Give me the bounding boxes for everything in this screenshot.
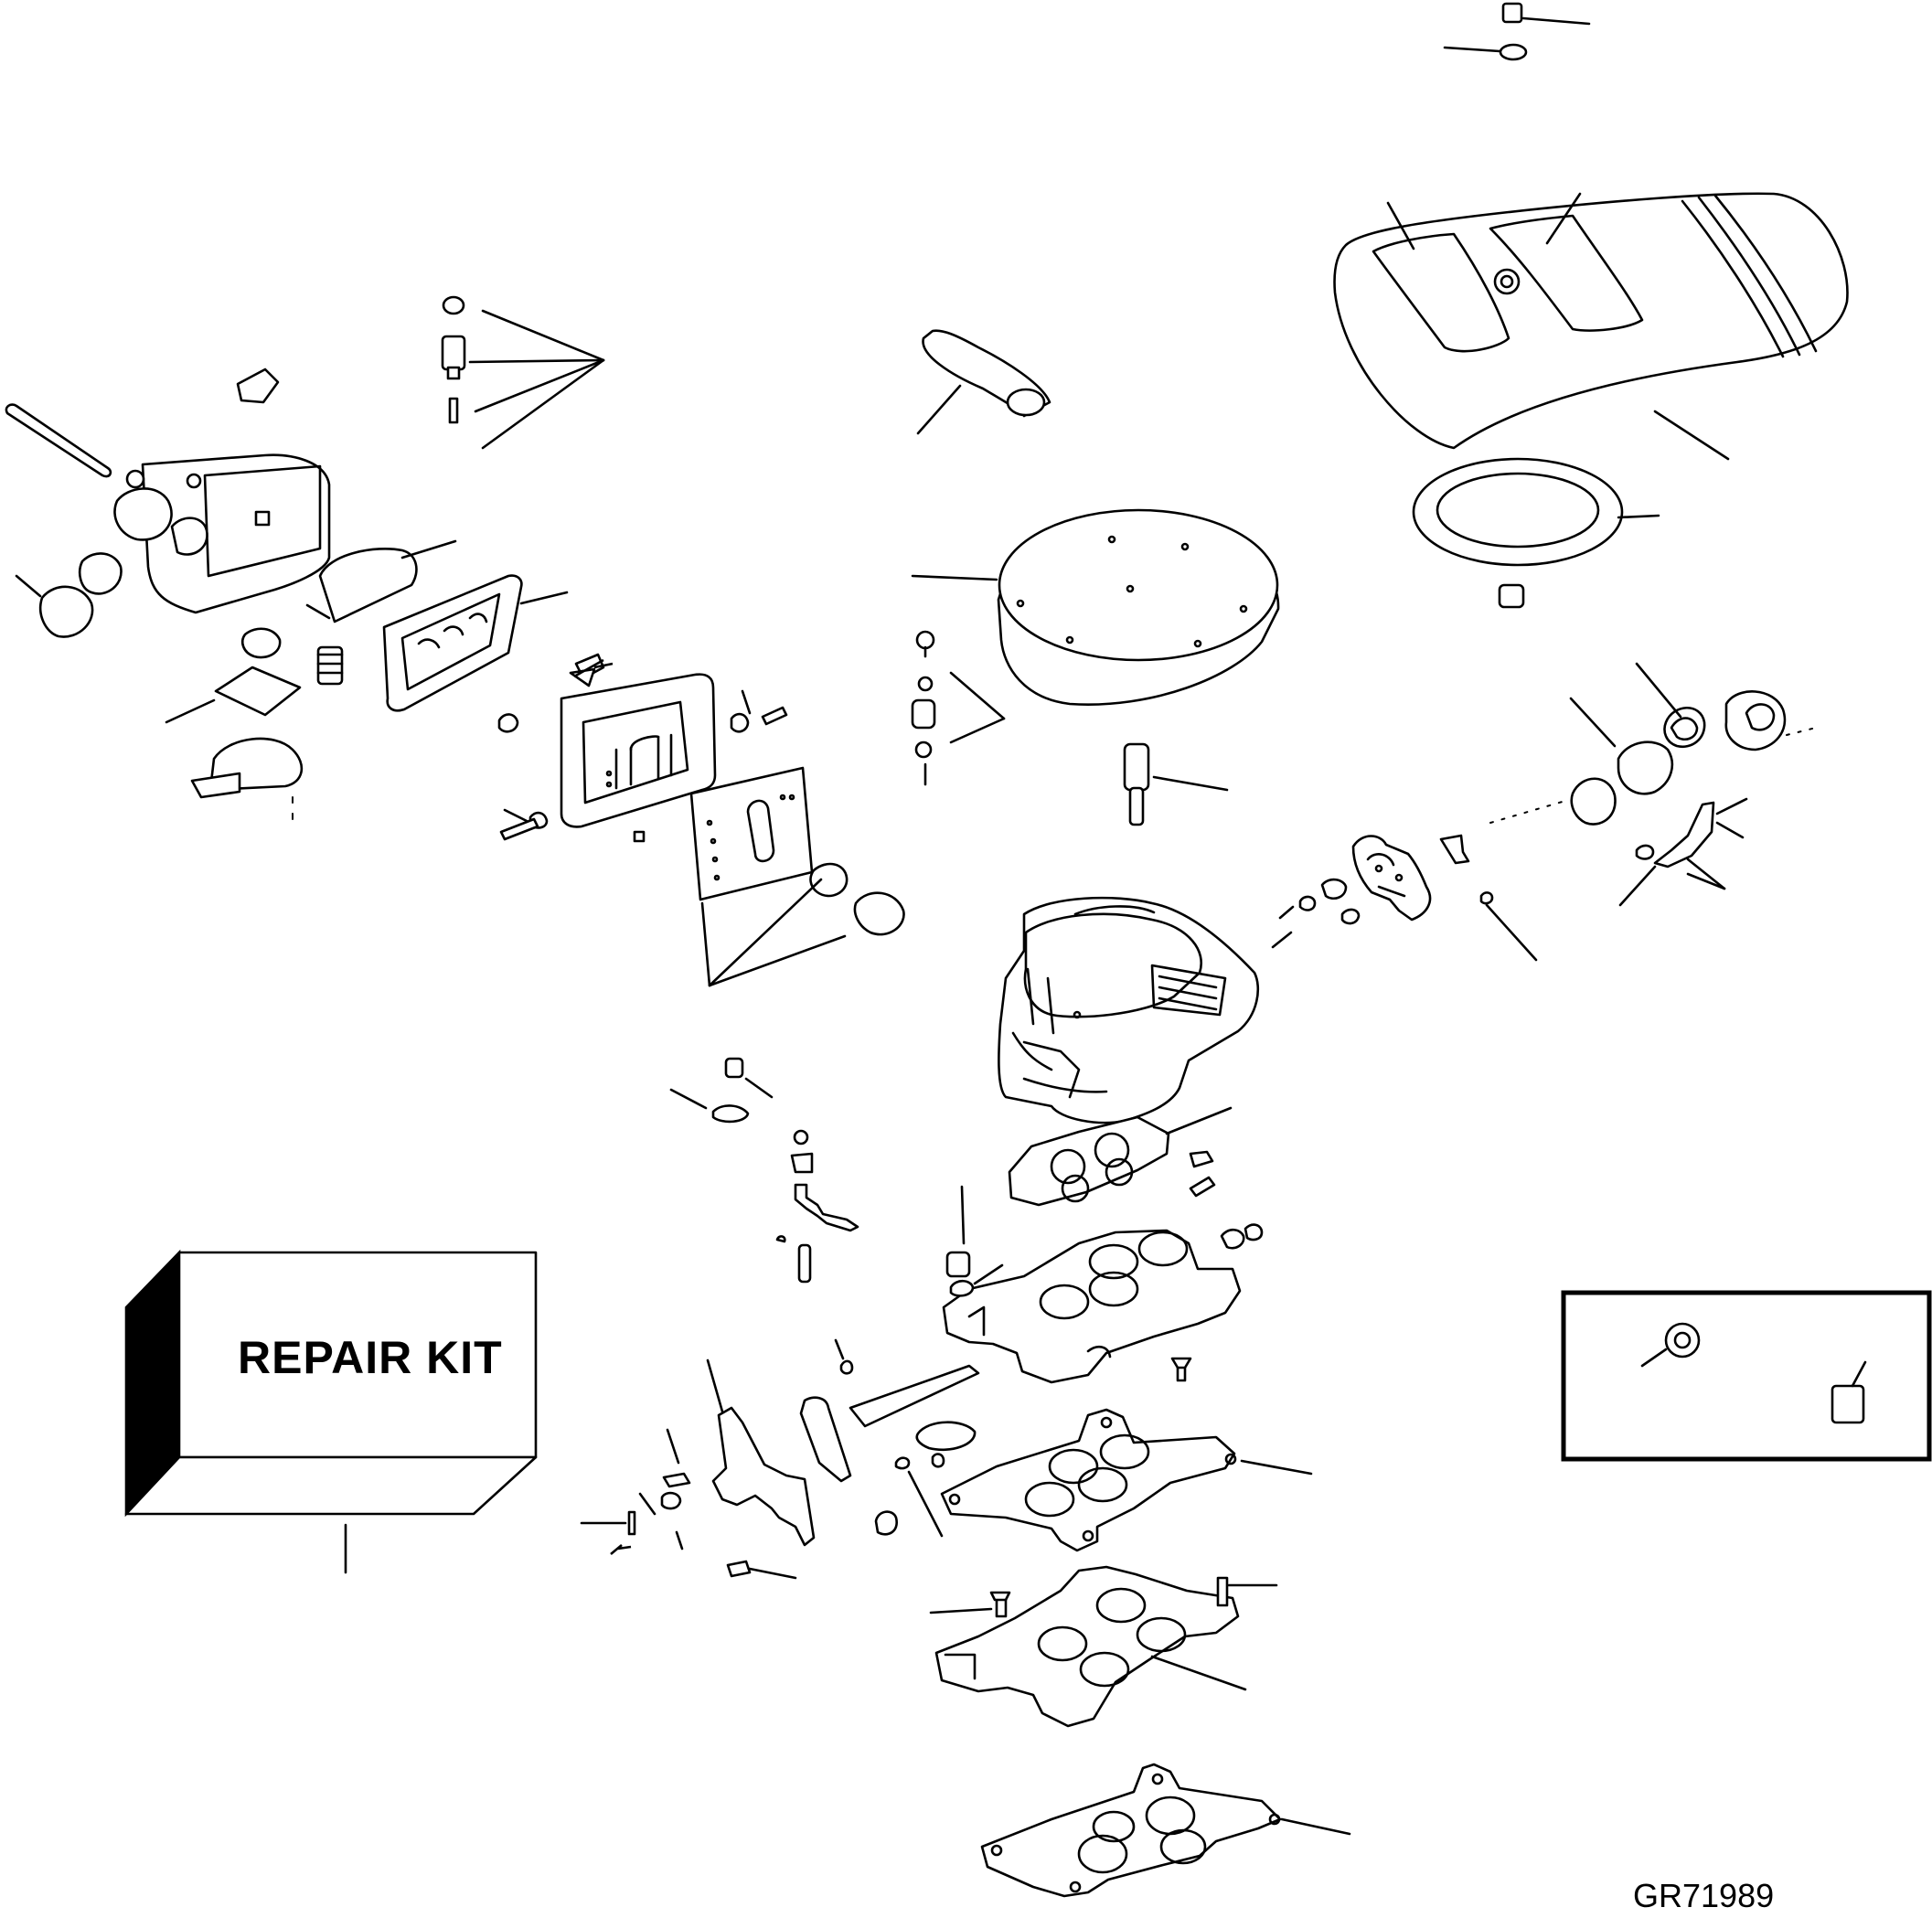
accel-pump-rod <box>5 403 112 478</box>
air-horn-plate <box>911 508 1280 706</box>
bowl-cover-gasket <box>305 539 569 712</box>
body-side-fittings <box>1189 1150 1264 1250</box>
power-piston-spring <box>316 645 344 686</box>
metering-body <box>497 653 717 828</box>
figure-reference-code: GR71989 <box>1633 1877 1774 1914</box>
choke-linkage-left <box>669 1057 859 1284</box>
repair-kit-box: REPAIR KIT <box>124 1249 538 1574</box>
small-clips-left <box>580 1428 797 1580</box>
screws-lower <box>834 1338 1192 1382</box>
inset-detail-box <box>1561 1290 1932 1462</box>
choke-housing <box>1271 834 1538 962</box>
choke-thermostat-parts <box>1489 662 1817 826</box>
metering-plate-and-solenoid <box>689 766 905 987</box>
fuel-inlet-housing <box>15 453 331 614</box>
air-cleaner-cover <box>1333 192 1849 461</box>
choke-coil-lever <box>1618 797 1748 907</box>
throttle-body-upper <box>942 1185 1242 1384</box>
carburetor-main-body <box>998 896 1260 1124</box>
float-assembly <box>190 737 304 820</box>
repair-kit-label: REPAIR KIT <box>238 1332 503 1383</box>
body-upper-gasket <box>1008 1106 1233 1207</box>
choke-pull-off-parts <box>911 630 1006 786</box>
mixture-screw-stem <box>1123 742 1229 826</box>
top-small-fasteners <box>1443 2 1591 61</box>
needle-and-seat <box>236 295 605 450</box>
base-gasket <box>980 1763 1351 1898</box>
metering-rod-parts <box>499 689 788 843</box>
vent-hose <box>916 329 1051 435</box>
throttle-body-gasket <box>940 1408 1313 1552</box>
float-gaskets <box>39 552 302 724</box>
air-cleaner-seal-ring <box>1412 457 1660 609</box>
throttle-body-lower <box>929 1565 1278 1728</box>
throttle-linkage-lever <box>706 1359 980 1547</box>
